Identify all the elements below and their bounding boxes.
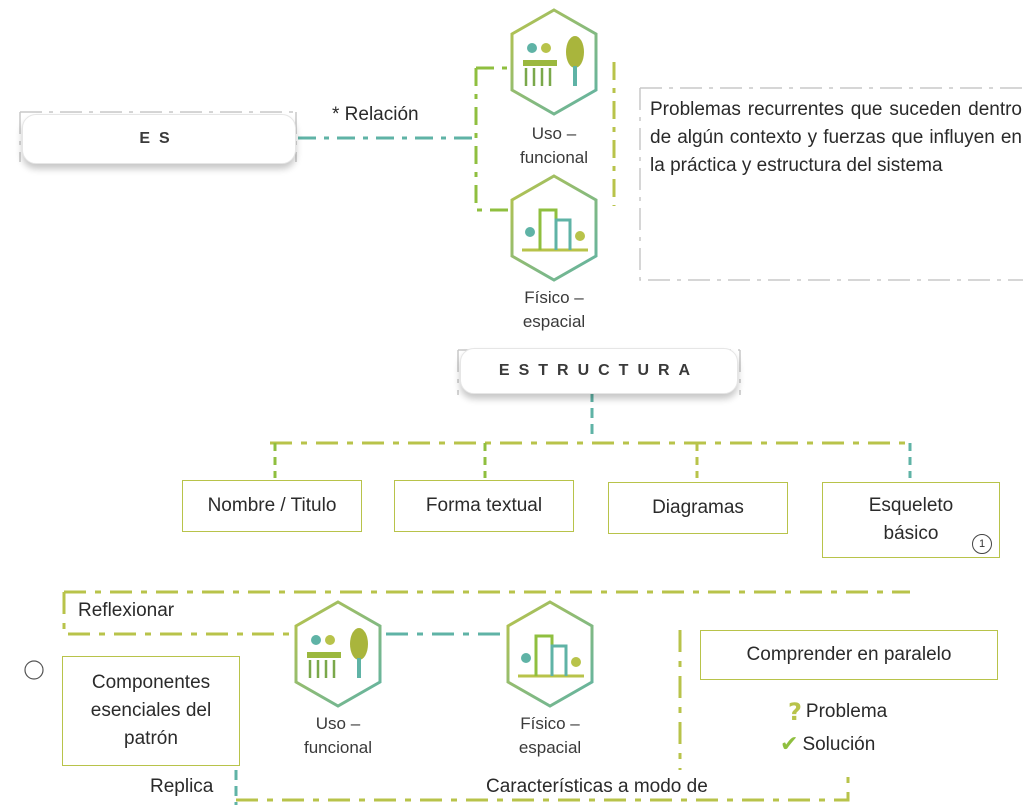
structure-item-esqueleto: Esqueleto básico [822,482,1000,558]
problema-row: ? Problema [788,698,887,726]
estructura-title: ESTRUCTURA [498,362,700,379]
solucion-row: ✔ Solución [780,732,875,757]
building-trees-icon-bottom [518,634,584,678]
componentes-box: Componentes esenciales del patrón [62,656,240,766]
structure-item-diagramas: Diagramas [608,482,788,534]
reflexionar-label: Reflexionar [78,600,175,621]
comprender-label: Comprender en paralelo [746,644,952,665]
people-tree-icon-bottom [307,628,368,678]
hex-fisico-top [510,174,598,282]
es-label: ES [139,130,179,147]
fisico-espacial-label-top: Físico – espacial [522,288,586,331]
people-tree-icon-top [523,36,584,86]
uso-funcional-label-bottom: Uso – funcional [303,714,373,757]
description-frame [639,87,1023,281]
hex-fisico-bottom [506,600,594,708]
building-trees-icon-top [522,208,588,252]
es-pill: ES [22,114,296,164]
structure-item-label: Diagramas [652,497,744,518]
structure-item-label: Forma textual [425,495,543,516]
relation-bracket [474,66,508,212]
description-text: Problemas recurrentes que suceden dentro… [650,99,1022,176]
componentes-label: Componentes esenciales del patrón [90,672,212,749]
structure-item-nombre: Nombre / Titulo [182,480,362,532]
structure-item-label: Nombre / Titulo [207,495,337,516]
question-mark-icon: ? [788,698,802,726]
structure-item-label: Esqueleto básico [868,495,954,544]
solucion-label: Solución [802,733,876,755]
caracteristicas-label: Características a modo de [486,776,708,797]
comprender-box: Comprender en paralelo [700,630,998,680]
structure-item-forma-textual: Forma textual [394,480,574,532]
bottom-base-line [236,768,850,802]
es-frame [19,111,297,162]
problema-label: Problema [805,701,888,722]
checkmark-icon: ✔ [780,732,799,757]
replica-label: Replica [150,776,214,797]
estructura-pill: ESTRUCTURA [460,348,738,394]
relation-label: * Relación [332,104,419,125]
circle-marker-left [24,660,44,680]
footnote-marker: 1 [972,534,992,554]
fisico-espacial-label-bottom: Físico – espacial [518,714,582,757]
uso-funcional-label-top: Uso – funcional [519,124,589,167]
